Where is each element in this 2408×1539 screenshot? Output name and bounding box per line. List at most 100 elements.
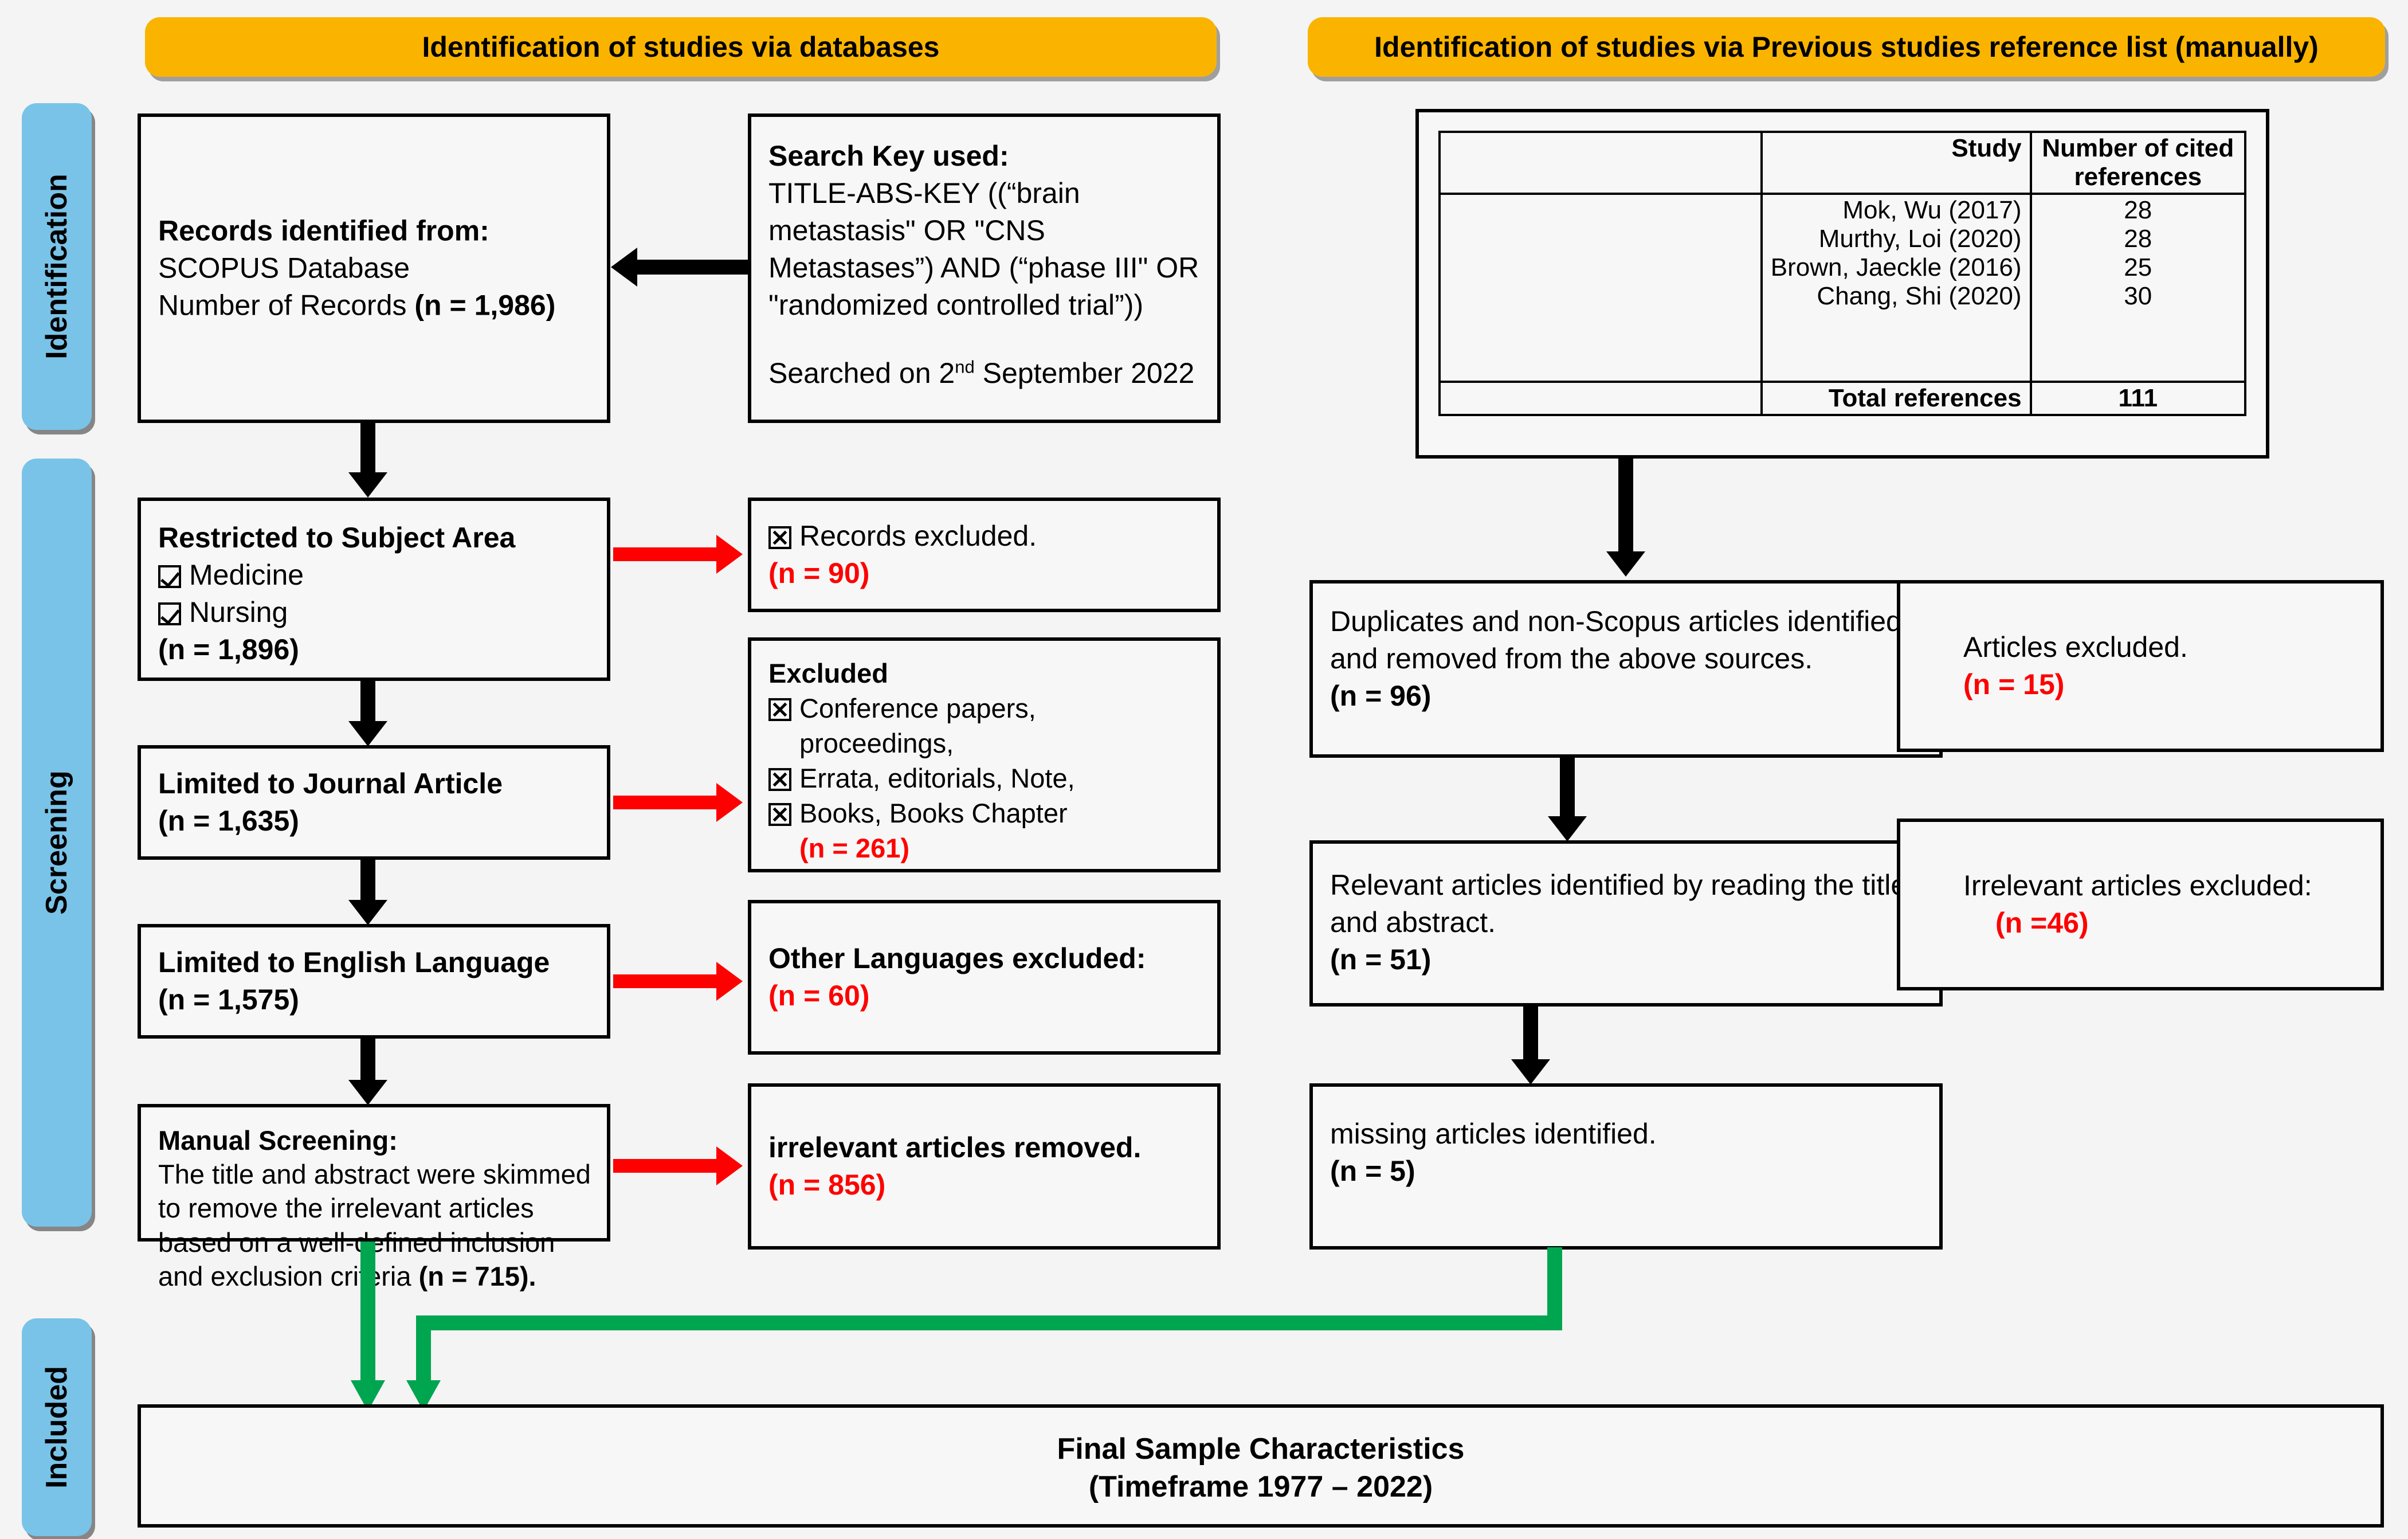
table-body-studies: Mok, Wu (2017) Murthy, Loi (2020) Brown,… <box>1760 193 2032 383</box>
search-key-date: Searched on 2nd September 2022 <box>768 355 1203 392</box>
subject-area-item-medicine: Medicine <box>158 557 593 594</box>
connector-english-to-manual <box>360 1039 375 1083</box>
journal-article-count: (n = 1,635) <box>158 805 299 837</box>
journal-article-content: Limited to Journal Article (n = 1,635) <box>158 765 593 840</box>
records-identified-count-label: Number of Records <box>158 289 407 322</box>
table-cell-study: Mok, Wu (2017) <box>1842 196 2022 224</box>
excluded-types-count: (n = 261) <box>799 833 909 864</box>
table-total-row: Total references 111 <box>1438 381 2247 416</box>
manual-screening-count: (n = 715). <box>418 1260 536 1291</box>
box-final-sample: Final Sample Characteristics (Timeframe … <box>138 1404 2384 1528</box>
final-sample-title-line2: (Timeframe 1977 – 2022) <box>1088 1470 1433 1503</box>
table-body-row: Mok, Wu (2017) Murthy, Loi (2020) Brown,… <box>1438 193 2247 383</box>
table-cell-study: Brown, Jaeckle (2016) <box>1770 253 2022 281</box>
checkbox-checked-icon <box>158 602 181 625</box>
table-total-label: Total references <box>1760 381 2032 416</box>
excluded-types-item: Conference papers, proceedings, <box>768 691 1203 761</box>
other-languages-count: (n = 60) <box>768 980 870 1012</box>
subject-area-item-nursing: Nursing <box>158 594 593 631</box>
arrowhead-journal-to-excluded-types <box>716 783 743 822</box>
irrelevant-removed-label: irrelevant articles removed. <box>768 1131 1142 1164</box>
records-excluded-line: Records excluded. <box>768 518 1203 555</box>
duplicates-body: Duplicates and non-Scopus articles ident… <box>1330 605 1902 675</box>
search-key-date-ordinal: nd <box>955 357 975 377</box>
connector-subject-to-records-excluded <box>613 547 716 561</box>
records-identified-source: SCOPUS Database <box>158 252 410 284</box>
search-key-date-suffix: September 2022 <box>974 357 1195 389</box>
other-languages-label: Other Languages excluded: <box>768 942 1146 974</box>
articles-excluded-content: Articles excluded. (n = 15) <box>1963 629 2367 703</box>
table-header-row: Study Number of cited references <box>1438 131 2247 195</box>
arrowhead-relevant-to-missing <box>1511 1059 1550 1084</box>
connector-records-to-subject <box>360 423 375 476</box>
excluded-types-item-label: Errata, editorials, Note, <box>799 763 1075 794</box>
arrowhead-subject-to-records-excluded <box>716 535 743 574</box>
arrowhead-journal-to-english <box>348 900 387 925</box>
relevant-articles-content: Relevant articles identified by reading … <box>1330 867 1925 978</box>
checkbox-cross-icon <box>768 768 791 792</box>
table-body-blank <box>1438 193 1763 383</box>
table-total-blank <box>1438 381 1763 416</box>
stage-label-identification: Identification <box>40 174 73 359</box>
table-total-value: 111 <box>2029 381 2247 416</box>
box-irrelevant-articles-excluded: Irrelevant articles excluded: (n =46) <box>1897 819 2384 990</box>
table-cell-cited: 25 <box>2124 253 2152 281</box>
search-key-query: TITLE-ABS-KEY ((“brain metastasis" OR "C… <box>768 177 1199 321</box>
journal-article-title: Limited to Journal Article <box>158 767 503 800</box>
connector-reftable-to-duplicates <box>1618 459 1633 557</box>
stage-pill-screening: Screening <box>22 459 92 1227</box>
excluded-types-title: Excluded <box>768 658 888 688</box>
manual-screening-content: Manual Screening: The title and abstract… <box>158 1123 593 1293</box>
arrowhead-subject-to-journal <box>348 721 387 746</box>
subject-area-content: Restricted to Subject Area Medicine Nurs… <box>158 519 593 668</box>
table-header-blank <box>1438 131 1763 195</box>
manual-screening-body-wrap: The title and abstract were skimmed to r… <box>158 1157 593 1293</box>
box-records-excluded: Records excluded. (n = 90) <box>748 498 1221 612</box>
english-language-title: Limited to English Language <box>158 946 550 978</box>
box-search-key: Search Key used: TITLE-ABS-KEY ((“brain … <box>748 113 1221 423</box>
search-key-content: Search Key used: TITLE-ABS-KEY ((“brain … <box>768 138 1203 392</box>
connector-journal-to-excluded-types <box>613 796 716 809</box>
irrelevant-excluded-label: Irrelevant articles excluded: <box>1963 870 2312 902</box>
banner-identification-databases: Identification of studies via databases <box>145 17 1217 77</box>
records-identified-title: Records identified from: <box>158 214 489 247</box>
box-irrelevant-articles-removed: irrelevant articles removed. (n = 856) <box>748 1083 1221 1250</box>
stage-pill-included: Included <box>22 1318 92 1536</box>
records-identified-count: (n = 1,986) <box>414 289 556 322</box>
box-excluded-types: Excluded Conference papers, proceedings,… <box>748 637 1221 872</box>
checkbox-cross-icon <box>768 803 791 827</box>
irrelevant-excluded-count: (n =46) <box>1995 907 2089 939</box>
articles-excluded-label: Articles excluded. <box>1963 631 2188 663</box>
banner-left-label: Identification of studies via databases <box>422 31 940 63</box>
connector-duplicates-to-relevant <box>1560 758 1575 821</box>
excluded-types-item: Books, Books Chapter <box>768 796 1203 831</box>
duplicates-count: (n = 96) <box>1330 680 1432 712</box>
table-cell-cited: 28 <box>2124 196 2152 224</box>
box-articles-excluded: Articles excluded. (n = 15) <box>1897 580 2384 752</box>
box-manual-screening: Manual Screening: The title and abstract… <box>138 1104 610 1291</box>
connector-subject-to-journal <box>360 681 375 726</box>
excluded-types-item: Errata, editorials, Note, <box>768 761 1203 796</box>
connector-searchkey-to-records <box>637 260 750 275</box>
box-duplicates-removed: Duplicates and non-Scopus articles ident… <box>1309 580 1943 758</box>
table-cell-cited: 30 <box>2124 282 2152 310</box>
subject-area-title: Restricted to Subject Area <box>158 522 516 554</box>
irrelevant-removed-content: irrelevant articles removed. (n = 856) <box>768 1129 1203 1204</box>
english-language-count: (n = 1,575) <box>158 984 299 1016</box>
articles-excluded-count: (n = 15) <box>1963 668 2065 700</box>
excluded-types-content: Excluded Conference papers, proceedings,… <box>768 656 1203 866</box>
records-excluded-count: (n = 90) <box>768 557 870 589</box>
connector-english-to-other-languages <box>613 974 716 988</box>
box-records-identified: Records identified from: SCOPUS Database… <box>138 113 610 423</box>
records-excluded-label: Records excluded. <box>799 520 1037 552</box>
connector-manual-to-final-stem <box>360 1242 375 1385</box>
connector-journal-to-english <box>360 860 375 904</box>
arrowhead-english-to-other-languages <box>716 962 743 1001</box>
table-body-counts: 28 28 25 30 <box>2029 193 2247 383</box>
subject-area-item-label: Nursing <box>189 596 288 628</box>
box-english-language: Limited to English Language (n = 1,575) <box>138 924 610 1039</box>
arrowhead-records-to-subject <box>348 472 387 498</box>
search-key-title: Search Key used: <box>768 140 1009 172</box>
box-subject-area: Restricted to Subject Area Medicine Nurs… <box>138 498 610 681</box>
